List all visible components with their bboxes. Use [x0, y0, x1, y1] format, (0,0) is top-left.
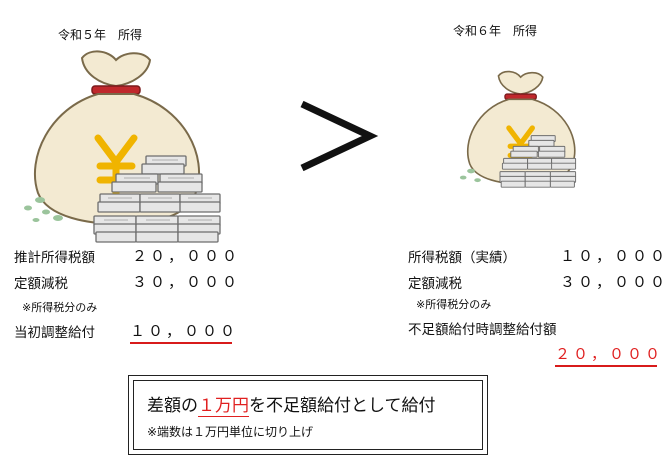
- right-row-value: ３０，０００: [560, 273, 663, 291]
- left-title: 令和５年 所得: [58, 28, 143, 42]
- summary-suffix: を不足額給付として給付: [249, 396, 436, 416]
- right-row-value: １０，０００: [560, 247, 663, 265]
- left-row-value: ２０，０００: [132, 247, 241, 265]
- summary-note: ※端数は１万円単位に切り上げ: [147, 425, 314, 439]
- right-title: 令和６年 所得: [453, 24, 538, 38]
- right-result-label: 不足額給付時調整給付額: [408, 322, 557, 338]
- left-note: ※所得税分のみ: [22, 301, 98, 314]
- right-note: ※所得税分のみ: [416, 298, 492, 311]
- left-row-label: 定額減税: [14, 276, 68, 292]
- summary-prefix: 差額の: [147, 396, 198, 416]
- left-row-value: ３０，０００: [132, 273, 241, 291]
- greater-than-icon: [300, 100, 379, 172]
- bill-stack-icon: [93, 155, 221, 243]
- summary-text: 差額の１万円を不足額給付として給付: [147, 391, 436, 417]
- right-row-label: 所得税額（実績）: [408, 250, 516, 266]
- right-result-value: ２０，０００: [555, 343, 660, 367]
- left-result-label: 当初調整給付: [14, 325, 95, 341]
- summary-box-inner: [133, 380, 483, 450]
- summary-highlight: １万円: [198, 396, 249, 417]
- left-result-value: １０，０００: [130, 320, 235, 344]
- summary-box: [128, 375, 488, 455]
- bill-stack-icon: [499, 135, 577, 188]
- left-row-label: 推計所得税額: [14, 250, 95, 266]
- right-row-label: 定額減税: [408, 276, 462, 292]
